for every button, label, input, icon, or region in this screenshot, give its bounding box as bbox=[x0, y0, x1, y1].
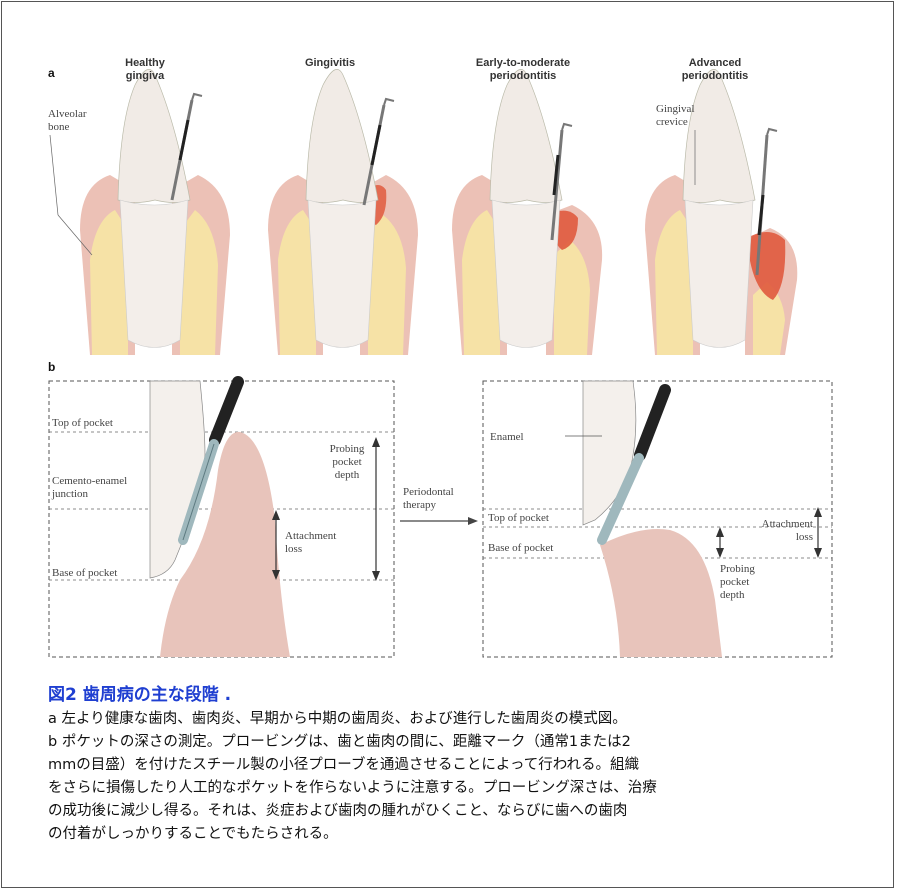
label-line: depth bbox=[720, 589, 755, 602]
caption-title: 図2 歯周病の主な段階 . bbox=[48, 680, 231, 705]
label-line: junction bbox=[52, 488, 127, 501]
label-line: Attachment bbox=[285, 530, 336, 543]
panel-b-illustration bbox=[0, 0, 897, 680]
label-line: pocket bbox=[720, 576, 755, 589]
label-line: Attachment bbox=[755, 518, 813, 531]
label-line: loss bbox=[285, 543, 336, 556]
label-periodontal-therapy: Periodontal therapy bbox=[403, 486, 454, 512]
label-line: Periodontal bbox=[403, 486, 454, 499]
label-line: Cemento-enamel bbox=[52, 475, 127, 488]
label-base-of-pocket-left: Base of pocket bbox=[52, 567, 117, 580]
caption-line-b3: をさらに損傷したり人工的なポケットを作らないように注意する。プロービング深さは、… bbox=[48, 777, 868, 801]
label-line: depth bbox=[323, 469, 371, 482]
tooth-surface-left bbox=[150, 381, 205, 578]
label-attachment-loss-left: Attachment loss bbox=[285, 530, 336, 556]
label-line: Probing bbox=[720, 563, 755, 576]
caption-line-b1: b ポケットの深さの測定。プロービングは、歯と歯肉の間に、距離マーク（通常1また… bbox=[48, 731, 868, 755]
caption-line-b2: mmの目盛）を付けたスチール製の小径プローブを通過させることによって行われる。組… bbox=[48, 754, 868, 778]
label-line: Probing bbox=[323, 443, 371, 456]
caption-line-b4: の成功後に減少し得る。それは、炎症および歯肉の腫れがひくこと、ならびに歯への歯肉 bbox=[48, 800, 868, 824]
panel-b-letter: b bbox=[48, 360, 55, 374]
tooth-surface-right bbox=[583, 381, 636, 525]
label-line: therapy bbox=[403, 499, 454, 512]
label-enamel: Enamel bbox=[490, 431, 524, 444]
label-cej: Cemento-enamel junction bbox=[52, 475, 127, 501]
label-line: loss bbox=[755, 531, 813, 544]
label-attachment-loss-right: Attachment loss bbox=[755, 518, 813, 544]
label-top-of-pocket-left: Top of pocket bbox=[52, 417, 113, 430]
gum-right-b bbox=[600, 529, 722, 657]
label-base-of-pocket-right: Base of pocket bbox=[488, 542, 553, 555]
label-probing-depth-left: Probing pocket depth bbox=[323, 443, 371, 482]
label-line: pocket bbox=[323, 456, 371, 469]
caption-line-a: a 左より健康な歯肉、歯肉炎、早期から中期の歯周炎、および進行した歯周炎の模式図… bbox=[48, 708, 868, 732]
caption-line-b5: の付着がしっかりすることでもたらされる。 bbox=[48, 823, 868, 847]
label-probing-depth-right: Probing pocket depth bbox=[720, 563, 755, 602]
label-top-of-pocket-right: Top of pocket bbox=[488, 512, 549, 525]
